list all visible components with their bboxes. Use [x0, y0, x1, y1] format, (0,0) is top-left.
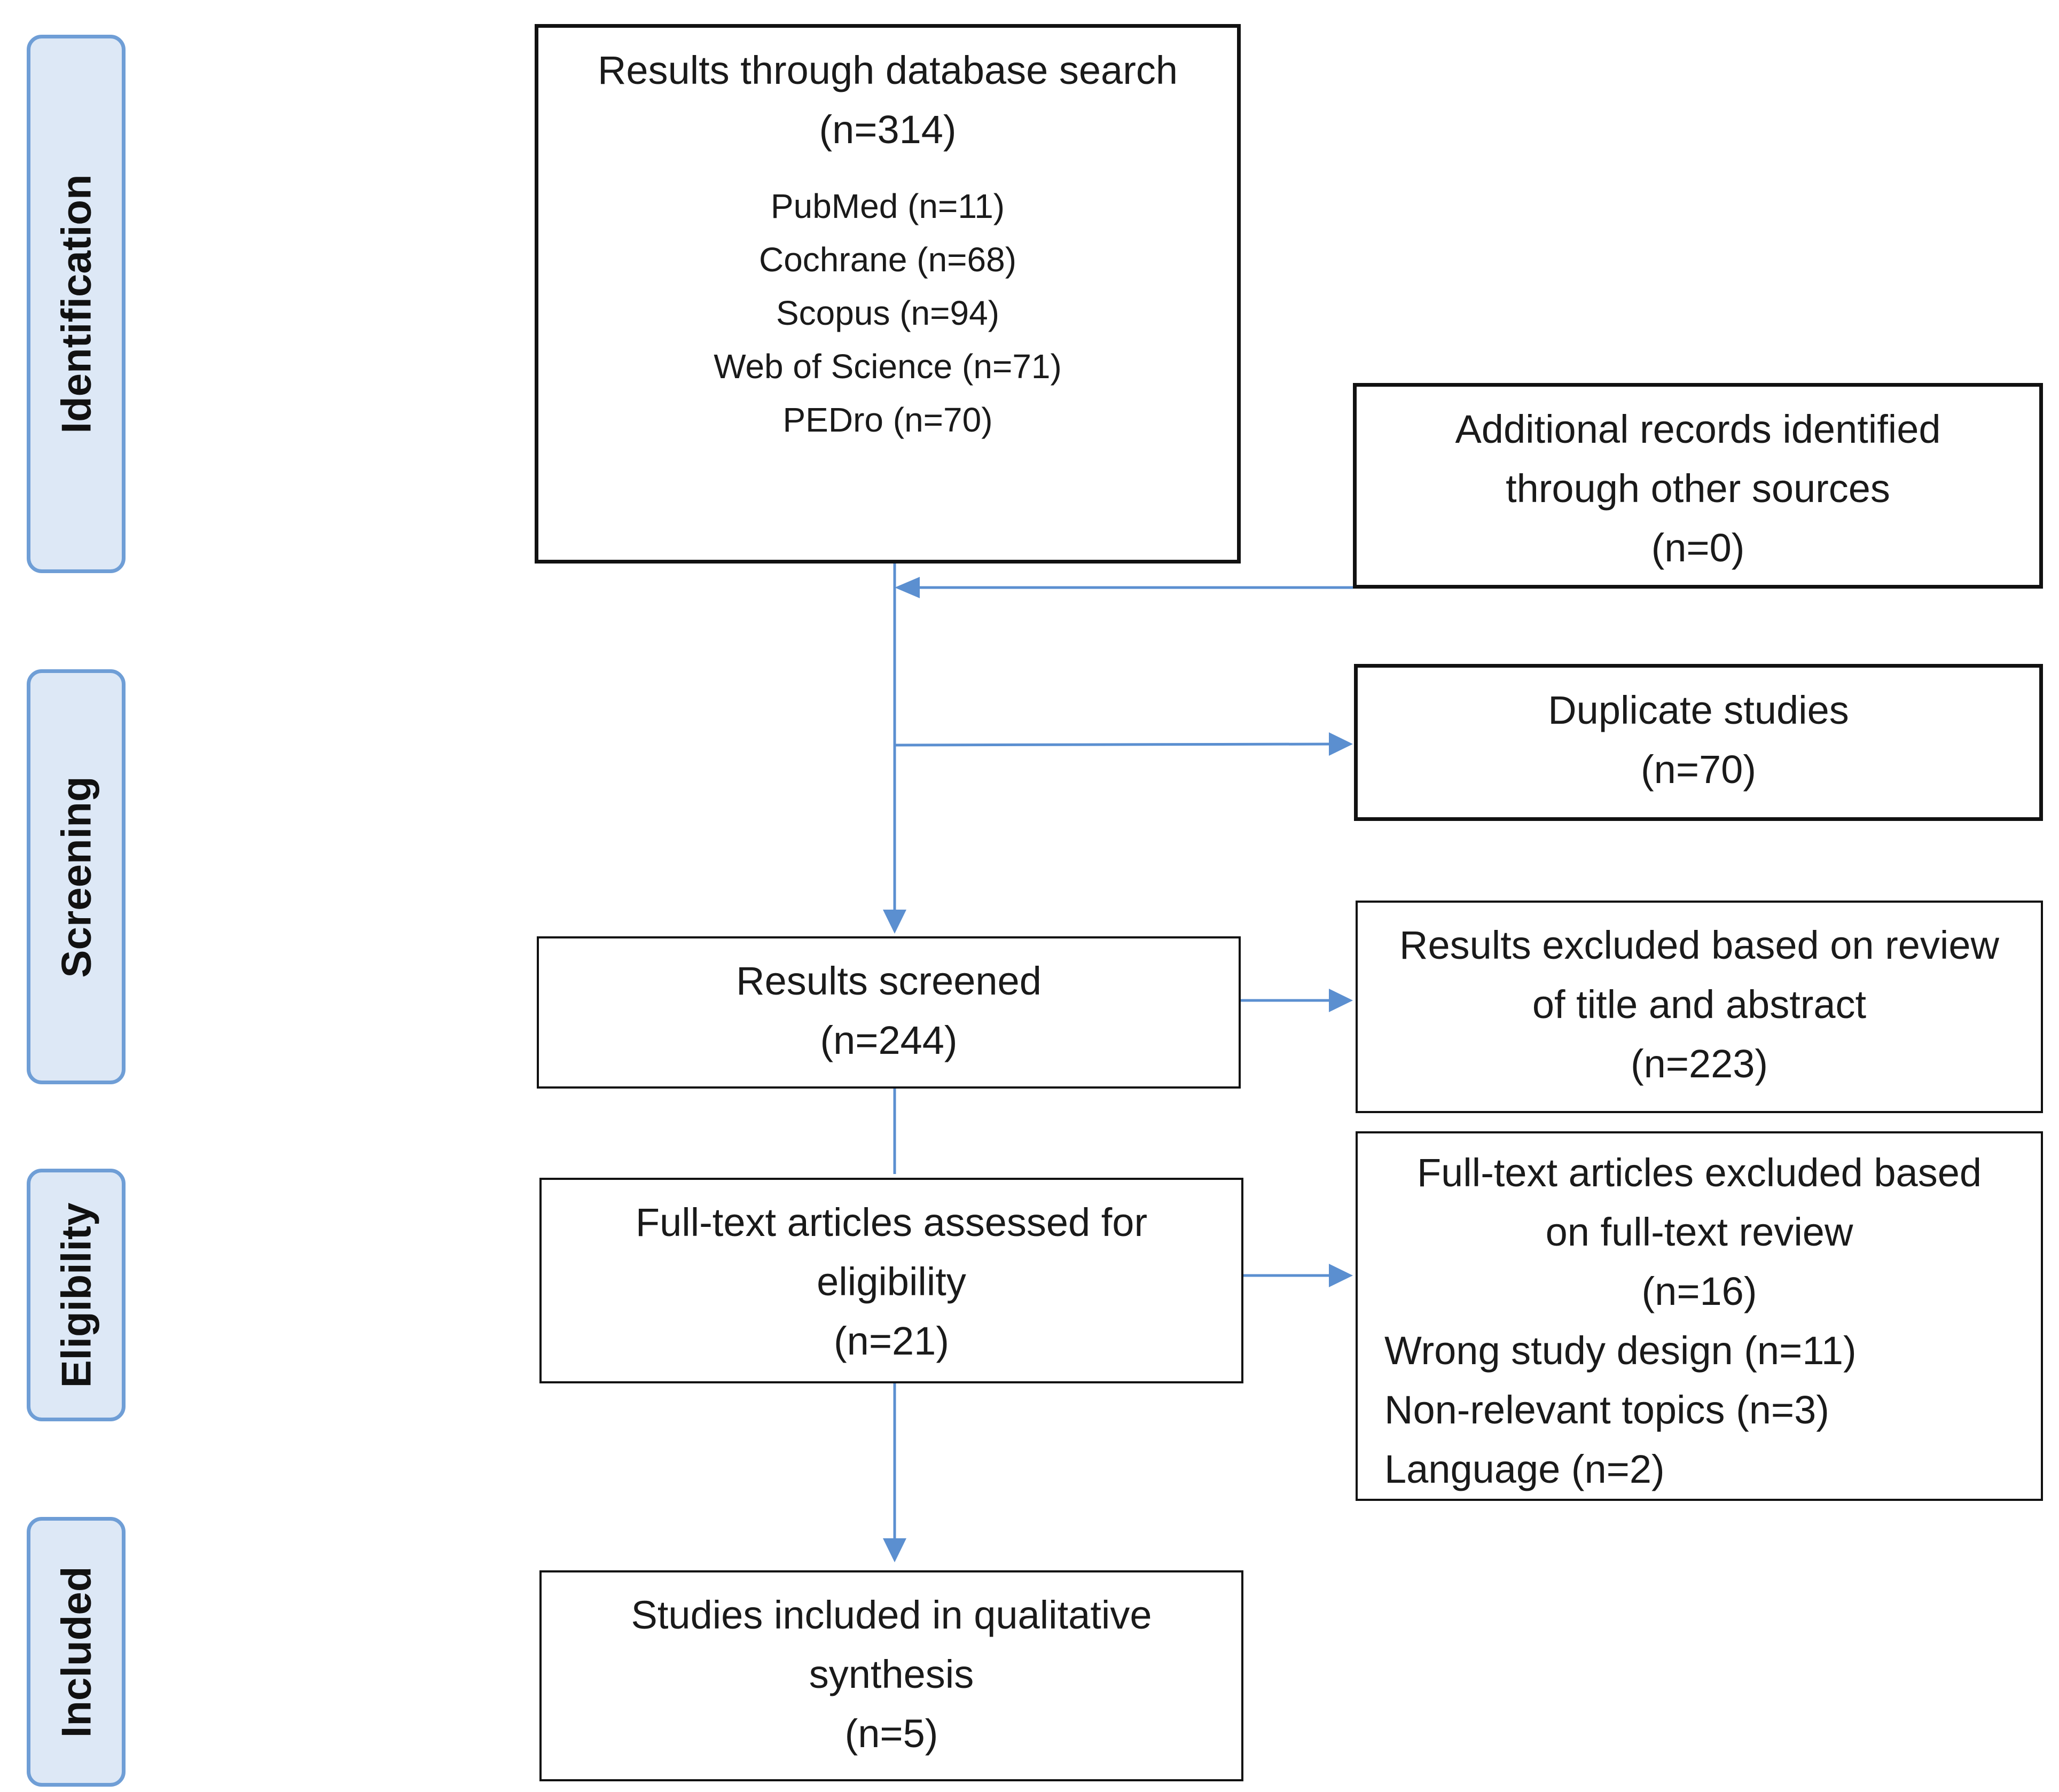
arrowhead-to-screened	[883, 910, 906, 934]
duplicates-count: (n=70)	[1641, 747, 1756, 792]
duplicates-title: Duplicate studies	[1548, 688, 1849, 732]
screened-box: Results screened (n=244)	[537, 936, 1241, 1089]
full-text-assessed-count: (n=21)	[834, 1319, 949, 1363]
duplicates-box: Duplicate studies (n=70)	[1354, 664, 2043, 821]
included-studies-line2: synthesis	[809, 1652, 974, 1696]
additional-records-line1: Additional records identified	[1455, 407, 1941, 451]
arrowhead-to-included	[883, 1538, 906, 1562]
stage-label-screening: Screening	[52, 776, 99, 978]
reason-non-relevant-topics: Non-relevant topics (n=3)	[1384, 1388, 1829, 1432]
database-search-box: Results through database search (n=314) …	[535, 24, 1241, 564]
excluded-title-abstract-count: (n=223)	[1630, 1042, 1768, 1086]
full-text-assessed-line2: eligibility	[817, 1259, 966, 1304]
included-studies-box: Studies included in qualitative synthesi…	[539, 1570, 1243, 1781]
additional-records-line2: through other sources	[1506, 466, 1890, 511]
full-text-excluded-line1: Full-text articles excluded based	[1416, 1151, 1982, 1195]
full-text-excluded-count: (n=16)	[1641, 1269, 1757, 1313]
excluded-title-abstract-line2: of title and abstract	[1532, 982, 1867, 1027]
reason-language: Language (n=2)	[1384, 1447, 1665, 1491]
arrowhead-to-fulltext-excluded	[1329, 1264, 1353, 1287]
excluded-title-abstract-box: Results excluded based on review of titl…	[1356, 901, 2043, 1113]
stage-label-identification: Identification	[52, 174, 99, 434]
reason-wrong-study-design: Wrong study design (n=11)	[1384, 1328, 1857, 1373]
full-text-excluded-box: Full-text articles excluded based on ful…	[1356, 1131, 2043, 1501]
full-text-assessed-box: Full-text articles assessed for eligibil…	[539, 1178, 1243, 1383]
stage-identification: Identification	[27, 35, 126, 573]
source-web-of-science: Web of Science (n=71)	[714, 347, 1062, 386]
screened-title: Results screened	[736, 959, 1042, 1003]
excluded-title-abstract-line1: Results excluded based on review	[1399, 923, 1999, 967]
connector-main-to-duplicates	[894, 742, 1330, 747]
stage-label-included: Included	[52, 1566, 99, 1738]
arrowhead-to-duplicates	[1329, 732, 1353, 756]
additional-records-box: Additional records identified through ot…	[1353, 383, 2043, 589]
full-text-assessed-line1: Full-text articles assessed for	[635, 1200, 1148, 1245]
included-studies-count: (n=5)	[844, 1711, 938, 1756]
full-text-excluded-line2: on full-text review	[1545, 1210, 1853, 1254]
stage-included: Included	[27, 1517, 126, 1787]
included-studies-line1: Studies included in qualitative	[631, 1593, 1152, 1637]
arrowhead-into-main	[895, 577, 920, 598]
arrowhead-to-excluded	[1329, 989, 1353, 1012]
additional-records-count: (n=0)	[1651, 526, 1745, 570]
screened-count: (n=244)	[820, 1018, 958, 1062]
source-cochrane: Cochrane (n=68)	[758, 240, 1017, 279]
source-scopus: Scopus (n=94)	[776, 294, 1000, 332]
database-search-count: (n=314)	[819, 107, 957, 152]
stage-eligibility: Eligibility	[27, 1169, 126, 1421]
source-pubmed: PubMed (n=11)	[770, 187, 1005, 225]
stage-screening: Screening	[27, 669, 126, 1084]
database-search-title: Results through database search	[597, 48, 1178, 92]
source-pedro: PEDro (n=70)	[782, 401, 993, 439]
stage-label-eligibility: Eligibility	[52, 1202, 99, 1388]
